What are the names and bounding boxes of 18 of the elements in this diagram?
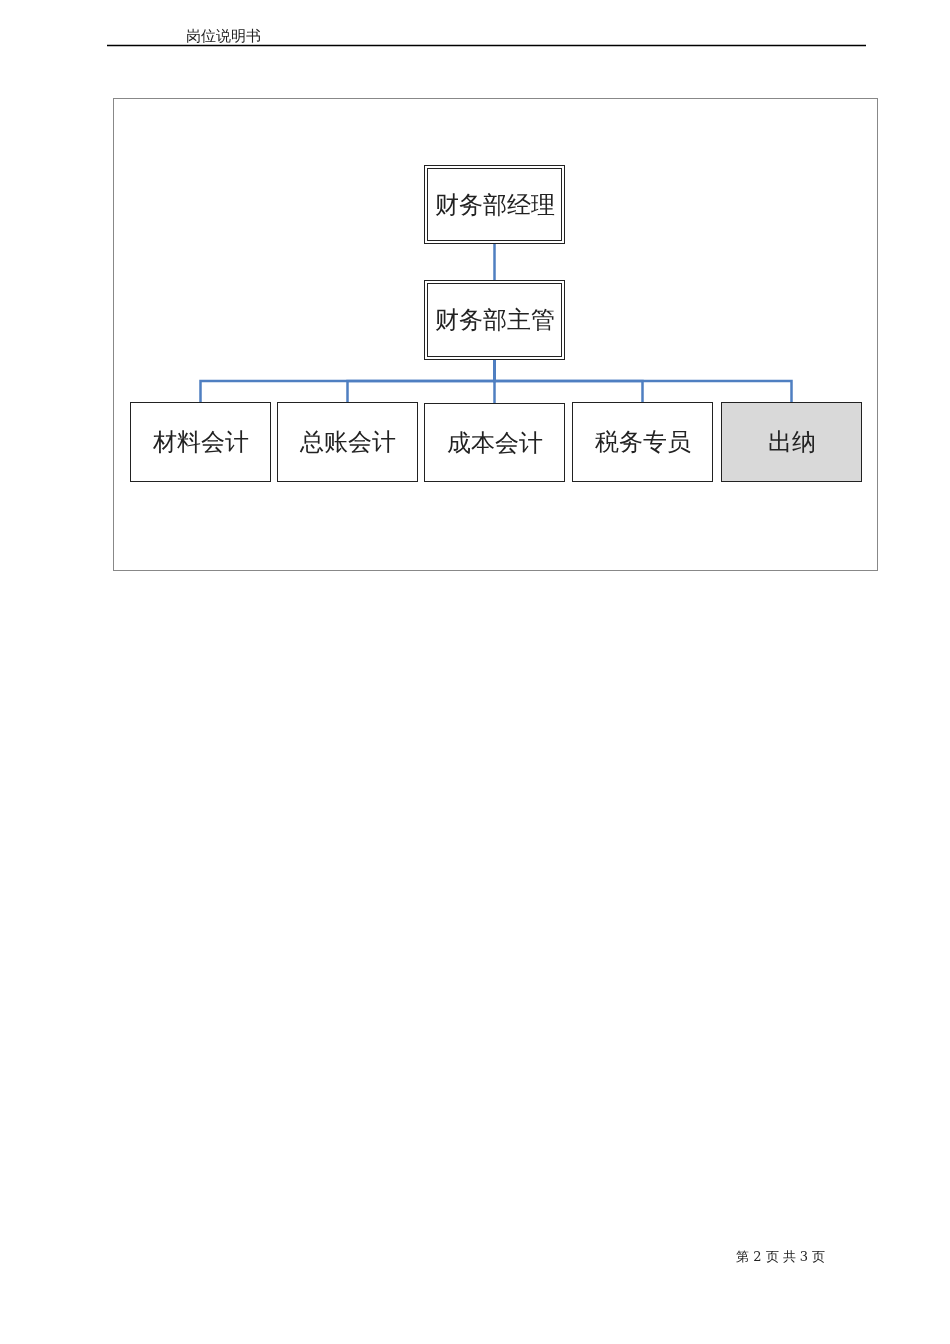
org-chart-box: [277, 402, 418, 482]
header-title: 岗位说明书: [186, 27, 261, 46]
position-title: 财务部经理: [434, 189, 555, 221]
position-title: 成本会计: [446, 427, 543, 459]
org-chart-box: [424, 280, 565, 360]
connector-line: [493, 244, 496, 280]
org-chart-box: [130, 402, 271, 482]
position-title: 材料会计: [152, 427, 249, 458]
position-title: 出纳: [767, 427, 816, 458]
org-chart-box: [721, 402, 862, 482]
org-chart-box: [572, 402, 713, 482]
org-chart-box: [424, 165, 565, 244]
connector-line: [493, 360, 793, 402]
org-chart-box: [424, 403, 565, 482]
position-title: 税务专员: [594, 427, 691, 458]
page-number: 第 2 页 共 3 页: [736, 1248, 826, 1266]
position-title: 总账会计: [299, 427, 396, 458]
position-title: 财务部主管: [434, 305, 555, 336]
